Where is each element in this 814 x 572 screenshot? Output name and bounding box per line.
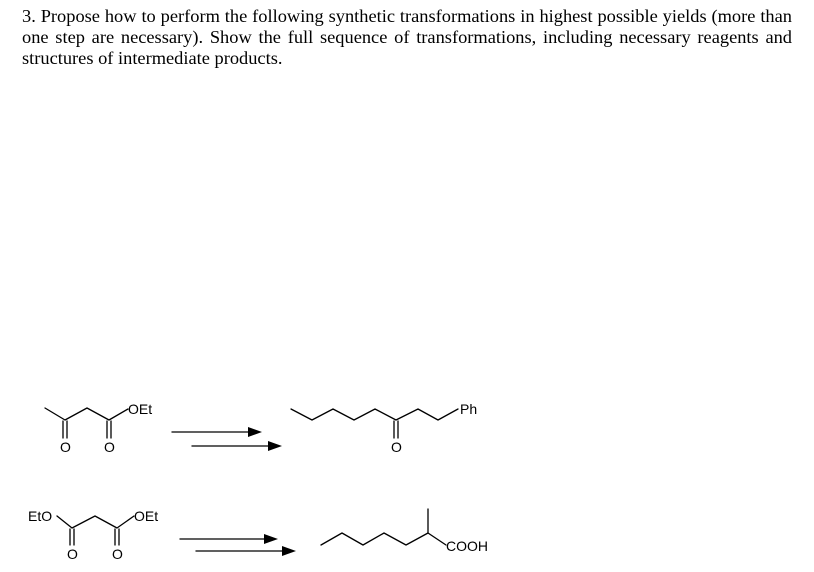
reaction2-cooh-label: COOH (446, 538, 488, 554)
reaction1-product: Ph O (290, 401, 477, 455)
reaction1-starting-material: OEt O O (44, 401, 152, 455)
reaction2-eto-label: EtO (28, 508, 52, 524)
question-text: 3. Propose how to perform the following … (22, 6, 792, 68)
reaction2-double-arrow (179, 534, 296, 556)
reaction2-o-label-2: O (112, 546, 123, 562)
reaction1-oet-label: OEt (128, 401, 152, 417)
reaction1-o-label-1: O (60, 439, 71, 455)
reaction1-product-o-label: O (391, 439, 402, 455)
reaction1-ph-label: Ph (460, 401, 477, 417)
reaction2-oet-label: OEt (134, 508, 158, 524)
reaction1-o-label-2: O (104, 439, 115, 455)
reaction2-o-label-1: O (67, 546, 78, 562)
reaction2-product: COOH (320, 508, 488, 554)
reaction1-double-arrow (171, 427, 282, 451)
reaction2-starting-material: EtO OEt O O (28, 508, 158, 562)
